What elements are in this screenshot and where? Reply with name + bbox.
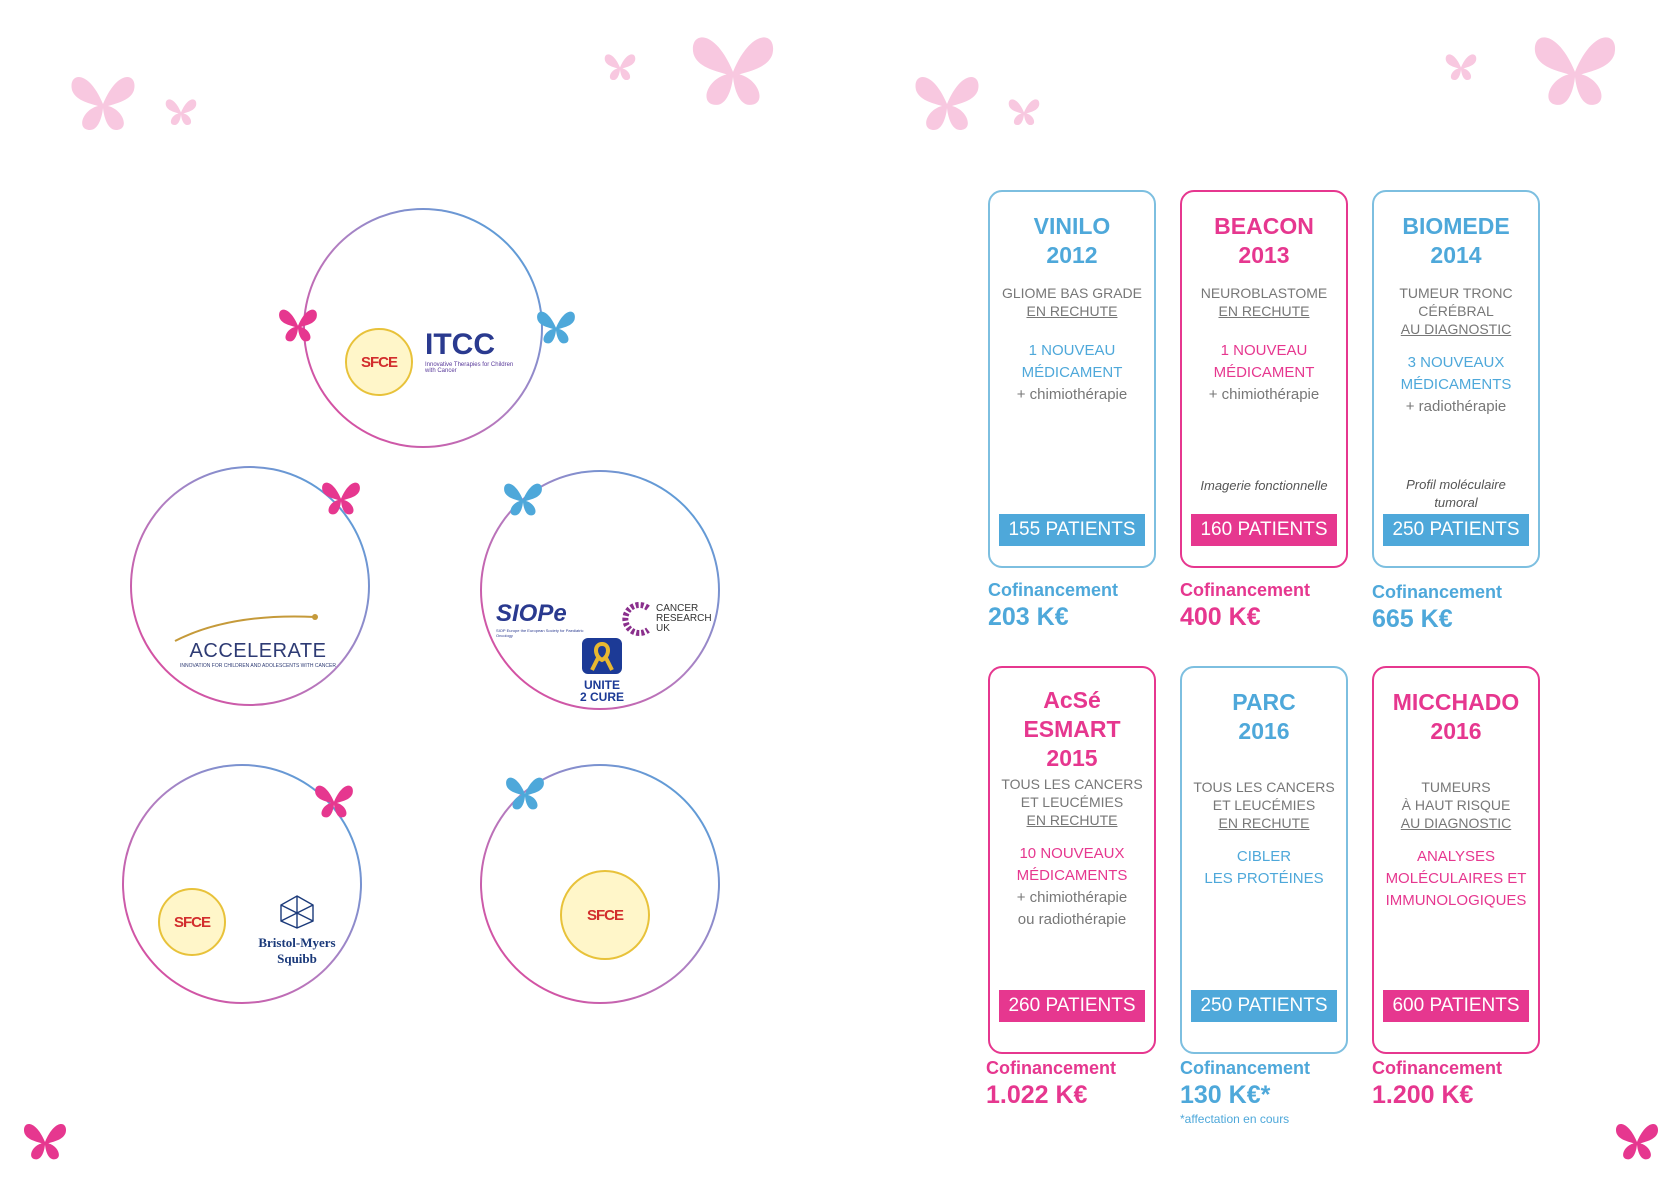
cofinancement-acse-esmart: Cofinancement 1.022 K€ [986, 1058, 1117, 1109]
trial-target: TUMEUR TRONC CÉRÉBRAL AU DIAGNOSTIC [1399, 285, 1513, 337]
butterfly-icon [604, 54, 636, 81]
trial-target: TOUS LES CANCERS ET LEUCÉMIES EN RECHUTE [1001, 776, 1143, 828]
trial-year: 2012 [1046, 242, 1098, 268]
trial-card-beacon: BEACON 2013 NEUROBLASTOME EN RECHUTE 1 N… [1180, 190, 1348, 568]
siope-logo: SIOPe SIOP Europe the European Society f… [496, 600, 584, 638]
trial-patients: 250 PATIENTS [1191, 990, 1337, 1022]
trial-drug: ANALYSES MOLÉCULAIRES ET IMMUNOLOGIQUES [1385, 848, 1527, 909]
cofinancement-micchado: Cofinancement 1.200 K€ [1372, 1058, 1503, 1109]
trial-note: Imagerie fonctionnelle [1200, 478, 1328, 493]
butterfly-icon [1615, 1123, 1659, 1160]
trial-drug: 1 NOUVEAU MÉDICAMENT [1021, 342, 1123, 381]
trial-patients: 600 PATIENTS [1383, 990, 1529, 1022]
ribbon-icon [582, 638, 622, 674]
cofinancement-vinilo: Cofinancement 203 K€ [988, 580, 1119, 631]
sfce-logo: SFCE [158, 888, 226, 956]
accelerate-arc-icon [174, 614, 318, 642]
trial-extra: + chimiothérapie ou radiothérapie [1016, 889, 1128, 928]
trial-drug: 10 NOUVEAUX MÉDICAMENTS [1016, 845, 1128, 884]
sfce-logo: SFCE [560, 870, 650, 960]
trial-note: Profil moléculaire tumoral [1406, 477, 1506, 510]
trial-patients: 250 PATIENTS [1383, 514, 1529, 546]
trial-drug: CIBLER LES PROTÉINES [1204, 848, 1324, 887]
trial-card-biomede: BIOMEDE 2014 TUMEUR TRONC CÉRÉBRAL AU DI… [1372, 190, 1540, 568]
trial-name: VINILO [1033, 213, 1111, 239]
butterfly-icon [506, 777, 544, 810]
butterfly-icon [537, 311, 575, 344]
partner-circle-sfce-itcc: SFCE ITCC Innovative Therapies for Child… [303, 208, 543, 448]
trial-patients: 160 PATIENTS [1191, 514, 1337, 546]
partner-circle-siope: SIOPe SIOP Europe the European Society f… [480, 470, 720, 710]
trial-card-micchado: MICCHADO 2016 TUMEURS À HAUT RISQUE AU D… [1372, 666, 1540, 1054]
unite2cure-logo: UNITE 2 CURE [580, 638, 624, 703]
trial-target: TUMEURS À HAUT RISQUE AU DIAGNOSTIC [1400, 779, 1512, 831]
bms-logo: Bristol-Myers Squibb [242, 894, 352, 967]
trial-year: 2016 [1238, 718, 1290, 744]
trial-card-acse-esmart: AcSé ESMART 2015 TOUS LES CANCERS ET LEU… [988, 666, 1156, 1054]
butterfly-icon [322, 482, 360, 515]
trial-patients: 260 PATIENTS [999, 990, 1145, 1022]
butterfly-icon [1008, 99, 1040, 126]
trial-extra: + chimiothérapie [1208, 386, 1320, 403]
sfce-logo: SFCE [345, 328, 413, 396]
trial-card-parc: PARC 2016 TOUS LES CANCERS ET LEUCÉMIES … [1180, 666, 1348, 1054]
trial-name: MICCHADO [1392, 689, 1520, 715]
trial-name: AcSé ESMART [1023, 687, 1121, 742]
trial-drug: 1 NOUVEAU MÉDICAMENT [1213, 342, 1315, 381]
butterfly-icon [71, 76, 135, 130]
cancer-research-c-icon [622, 602, 650, 636]
butterfly-icon [315, 785, 353, 818]
trial-year: 2014 [1430, 242, 1482, 268]
butterfly-icon [279, 309, 317, 342]
trial-name: BIOMEDE [1402, 213, 1510, 239]
partner-circle-accelerate: ACCELERATE INNOVATION FOR CHILDREN AND A… [130, 466, 370, 706]
cofinancement-parc: Cofinancement 130 K€* *affectation en co… [1180, 1058, 1311, 1126]
trial-year: 2015 [1046, 745, 1098, 771]
trial-target: NEUROBLASTOME EN RECHUTE [1200, 285, 1328, 319]
butterfly-icon [1534, 37, 1616, 105]
butterfly-icon [23, 1123, 67, 1160]
trial-target: GLIOME BAS GRADE EN RECHUTE [1001, 285, 1143, 319]
butterfly-icon [915, 76, 979, 130]
bms-star-icon [280, 895, 314, 929]
trial-target: TOUS LES CANCERS ET LEUCÉMIES EN RECHUTE [1193, 779, 1335, 831]
trial-year: 2016 [1430, 718, 1482, 744]
trial-extra: + radiothérapie [1405, 398, 1507, 415]
trial-patients: 155 PATIENTS [999, 514, 1145, 546]
trial-name: PARC [1232, 689, 1296, 715]
trial-year: 2013 [1238, 242, 1290, 268]
butterfly-icon [1445, 54, 1477, 81]
cofinancement-biomede: Cofinancement 665 K€ [1372, 582, 1503, 633]
cofinancement-footnote: *affectation en cours [1180, 1112, 1290, 1126]
cofinancement-beacon: Cofinancement 400 K€ [1180, 580, 1311, 631]
trial-name: BEACON [1214, 213, 1314, 239]
trial-card-vinilo: VINILO 2012 GLIOME BAS GRADE EN RECHUTE … [988, 190, 1156, 568]
partner-circle-sfce-bms: SFCE Bristol-Myers Squibb [122, 764, 362, 1004]
itcc-logo: ITCC Innovative Therapies for Children w… [425, 328, 514, 374]
accelerate-logo: ACCELERATE INNOVATION FOR CHILDREN AND A… [180, 640, 336, 669]
trial-drug: 3 NOUVEAUX MÉDICAMENTS [1400, 354, 1512, 393]
butterfly-icon [504, 483, 542, 516]
butterfly-icon [692, 37, 774, 105]
cancer-research-uk-logo: CANCER RESEARCH UK [622, 602, 712, 636]
butterfly-icon [165, 99, 197, 126]
trial-extra: + chimiothérapie [1016, 386, 1128, 403]
